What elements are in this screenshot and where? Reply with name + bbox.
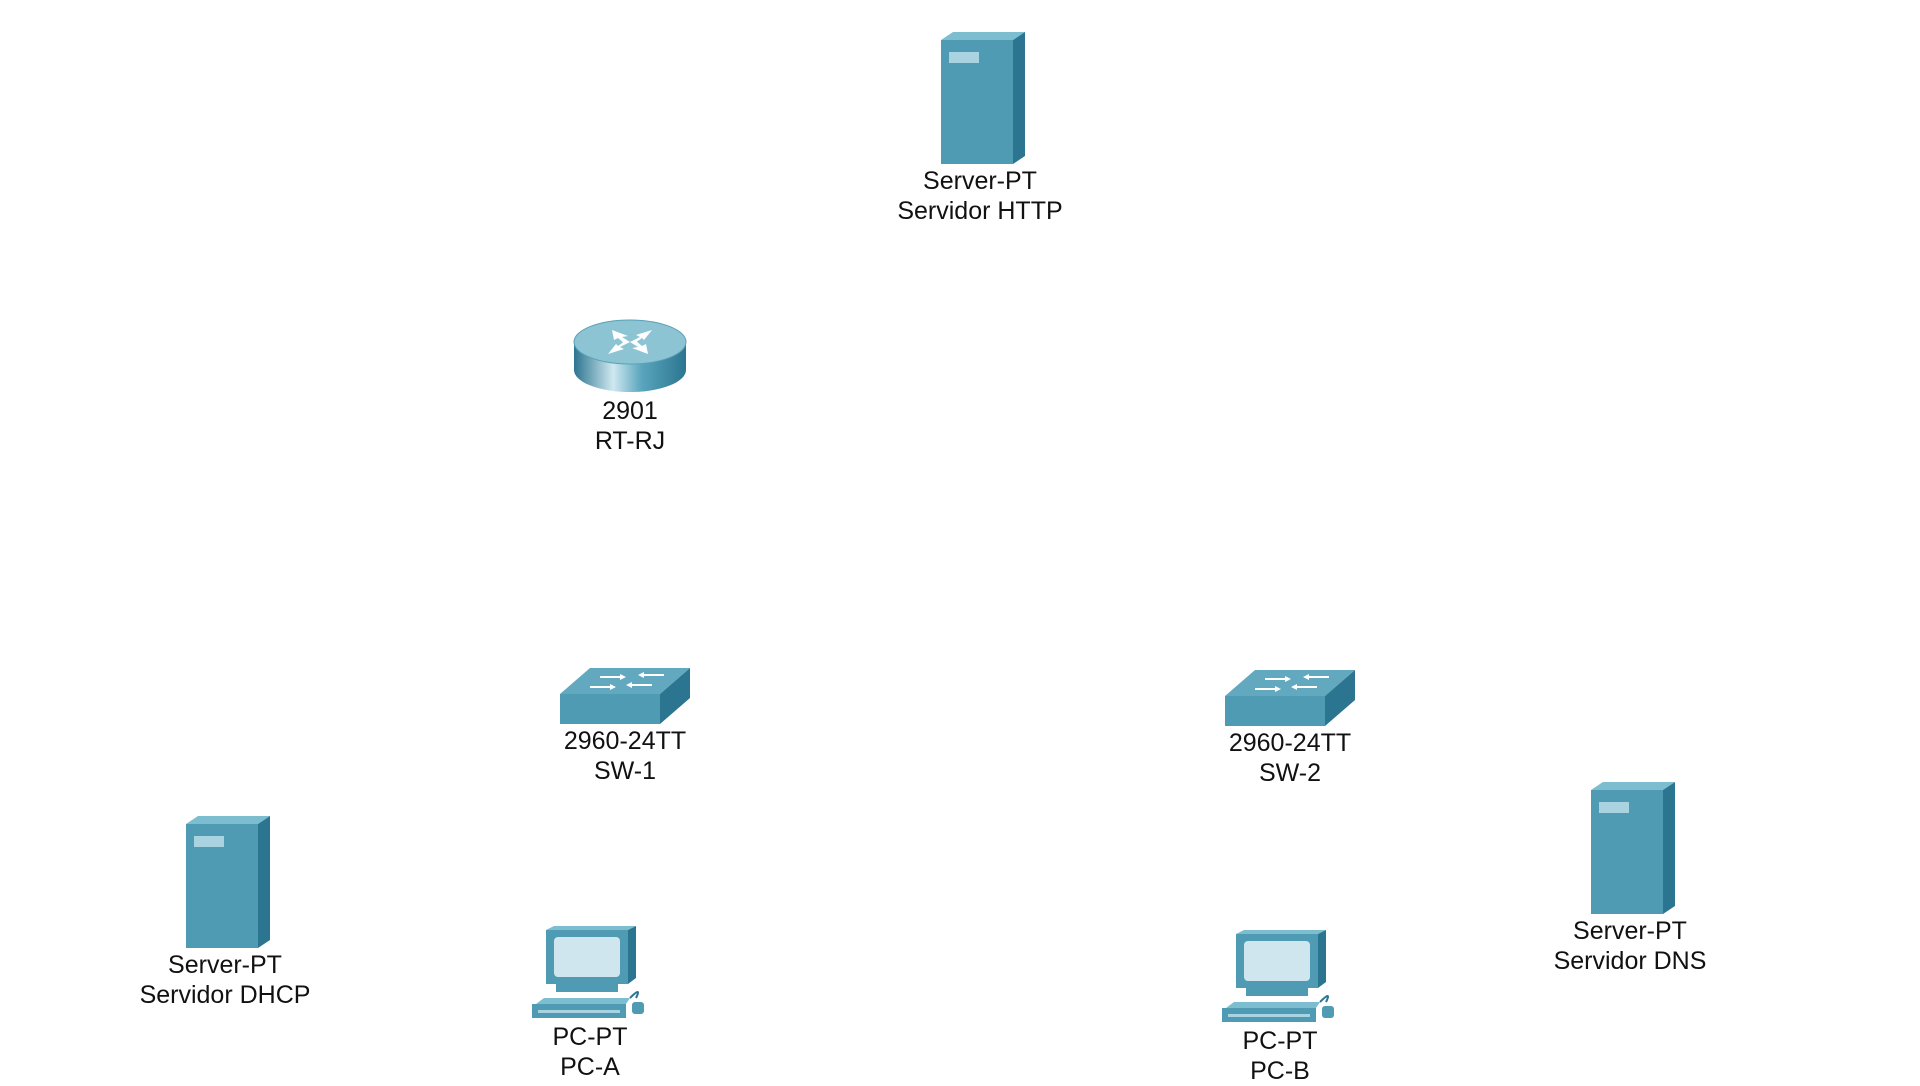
- device-name: SW-1: [593, 757, 657, 785]
- device-label: PC-PT PC-A: [470, 1022, 710, 1082]
- device-model: 2901: [602, 397, 658, 425]
- device-rt-rj[interactable]: 2901 RT-RJ: [510, 318, 750, 456]
- device-sw-1[interactable]: 2960-24TT SW-1: [505, 666, 745, 786]
- device-model: PC-PT: [552, 1023, 628, 1051]
- device-pc-a[interactable]: PC-PT PC-A: [470, 926, 710, 1082]
- pc-icon: [532, 926, 644, 1018]
- device-model: Server-PT: [923, 167, 1037, 195]
- device-name: Servidor HTTP: [897, 197, 1063, 225]
- device-label: PC-PT PC-B: [1160, 1026, 1400, 1086]
- device-model: PC-PT: [1242, 1027, 1318, 1055]
- server-icon: [1591, 782, 1675, 914]
- device-name: PC-B: [1250, 1057, 1310, 1085]
- device-model: 2960-24TT: [563, 727, 687, 755]
- device-name: RT-RJ: [594, 427, 666, 455]
- device-name: SW-2: [1258, 759, 1322, 787]
- device-label: 2960-24TT SW-2: [1170, 728, 1410, 788]
- device-label: 2901 RT-RJ: [510, 396, 750, 456]
- switch-icon: [560, 668, 690, 724]
- device-model: Server-PT: [1573, 917, 1687, 945]
- device-name: Servidor DHCP: [139, 981, 311, 1009]
- pc-icon: [1222, 930, 1334, 1022]
- device-label: Server-PT Servidor DNS: [1510, 916, 1750, 976]
- device-model: Server-PT: [168, 951, 282, 979]
- server-icon: [186, 816, 270, 948]
- device-model: 2960-24TT: [1228, 729, 1352, 757]
- switch-icon: [1225, 670, 1355, 726]
- device-servidor-http[interactable]: Server-PT Servidor HTTP: [860, 32, 1100, 226]
- device-servidor-dns[interactable]: Server-PT Servidor DNS: [1510, 782, 1750, 976]
- device-label: Server-PT Servidor HTTP: [860, 166, 1100, 226]
- device-pc-b[interactable]: PC-PT PC-B: [1160, 930, 1400, 1086]
- device-servidor-dhcp[interactable]: Server-PT Servidor DHCP: [105, 816, 345, 1010]
- device-label: 2960-24TT SW-1: [505, 726, 745, 786]
- device-name: PC-A: [560, 1053, 620, 1081]
- router-icon: [573, 319, 687, 392]
- device-label: Server-PT Servidor DHCP: [105, 950, 345, 1010]
- device-sw-2[interactable]: 2960-24TT SW-2: [1170, 668, 1410, 788]
- device-name: Servidor DNS: [1553, 947, 1707, 975]
- server-icon: [941, 32, 1025, 164]
